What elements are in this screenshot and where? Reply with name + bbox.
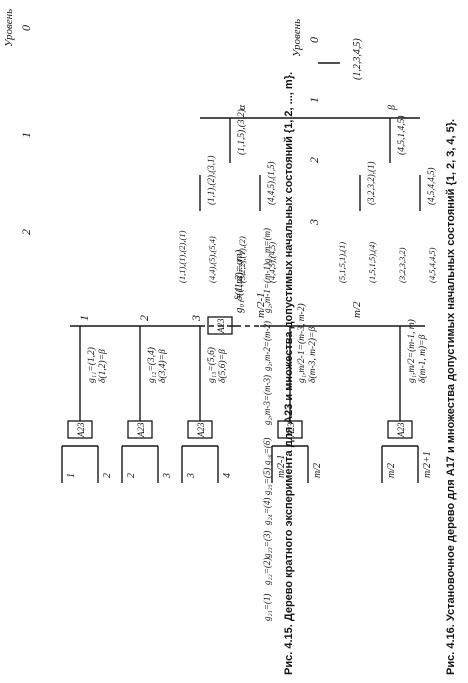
l16-l3-label-7: (3,2,3,3,2)	[397, 247, 407, 283]
bottom-label-3: g₂₃=(3)	[262, 531, 272, 558]
node-d-5: δ(m-1, m)=β	[417, 334, 428, 383]
l16-l2-label-4: (4,5,4,4,5)	[426, 168, 436, 206]
bottom-label-8: g₂,m-2=(m-2)	[262, 321, 272, 371]
a23-box-label-3: A23	[196, 422, 206, 438]
leaf-label-a-1: 1	[66, 473, 77, 478]
a23-box-3	[187, 420, 213, 439]
bottom-label-2: g₂₂=(2)	[262, 558, 272, 585]
node-g-1: g₁₁=(1,2)	[86, 347, 97, 383]
a23-box-5	[387, 420, 413, 439]
level-1-label: 1	[19, 132, 33, 138]
leaf-label-a-5: m/2	[386, 463, 397, 478]
bottom-label-9: g₂,m-1=(m-1)	[262, 263, 272, 313]
branch-label-2: 2	[137, 315, 151, 321]
l16-l3-label-1: (1,1),(1),(2),(1)	[177, 230, 187, 283]
l16-l2-label-3: (3,2,3,2),(1)	[366, 162, 376, 206]
figure-4-15: Уровень 0 1 2 g₀₁=(1,2,...,m) δ(1,m)=α A…	[3, 9, 425, 335]
l16-root-label: (1,2,3,4,5)	[352, 38, 363, 80]
l16-level-2: 2	[307, 157, 321, 163]
figure-4-16: Уровень 0 1 2 3	[291, 19, 321, 226]
node-g-2: g₁₂=(3,4)	[146, 347, 157, 383]
node-g-5: g₁,m/2=(m-1, m)	[406, 319, 417, 383]
l16-l3-label-2: (4,4),(5),(5,4)	[207, 236, 217, 283]
node-d-3: δ(5,6)=β	[217, 349, 228, 383]
caption-4-16: Рис. 4.16. Установочное дерево для A17 и…	[445, 118, 457, 675]
node-g-4: g₁,m/2-1=(m-3, m-2)	[296, 303, 307, 383]
branch-label-3: 3	[189, 315, 203, 322]
root-label: g₀₁=(1,2,...,m)	[233, 249, 245, 313]
l16-l1-label-2: (4,5,1,4,5)	[396, 115, 407, 155]
a23-box-label-1: A23	[76, 422, 86, 438]
a23-box-4	[277, 420, 303, 439]
a23-box-2	[127, 420, 153, 439]
l16-beta: β	[387, 105, 398, 111]
bottom-label-7: g₂,m-3=(m-3)	[262, 375, 272, 425]
level-0-label: 0	[19, 25, 33, 31]
l16-l3-label-8: (4,5,4,4,5)	[427, 247, 437, 283]
leaf-label-b-4: m/2	[312, 463, 323, 478]
l16-l3-label-5: (5,1,5,1),(1)	[337, 242, 347, 283]
leaf-label-b-1: 2	[102, 473, 113, 478]
leaf-label-a-3: 3	[186, 473, 197, 479]
bottom-label-5: g₂₅=(5)	[262, 468, 272, 495]
root-delta: δ(1,m)=α	[233, 259, 245, 301]
l16-l3-label-3: (3,2,2),(1),(2)	[237, 236, 247, 283]
node-d-1: δ(1,2)=β	[97, 349, 108, 383]
l16-l3-label-6: (1,5,1,5),(4)	[367, 242, 377, 283]
bottom-label-4: g₂₄=(4)	[262, 498, 272, 525]
l16-level-1: 1	[307, 97, 321, 103]
leaf-label-b-5: m/2+1	[422, 451, 433, 478]
leaf-label-b-2: 3	[162, 473, 173, 479]
a23-box-label-4: A23	[286, 422, 296, 438]
node-g-3: g₁₃=(5,6)	[206, 347, 217, 383]
level-header-2: Уровень	[291, 19, 303, 57]
l16-level-0: 0	[307, 37, 321, 43]
l16-l2-label-2: (4,4,5),(1,5)	[266, 162, 276, 206]
l16-level-3: 3	[307, 219, 321, 226]
l16-alpha: α	[237, 104, 248, 110]
bottom-label-6: g₂₆=(6)	[262, 438, 272, 465]
node-d-4: δ(m-3, m-2)=β	[307, 327, 318, 383]
leaf-label-a-4: m/2-1	[276, 455, 287, 478]
a23-box-label-5: A23	[396, 422, 406, 438]
bottom-label-10: g₂,m=(m)	[262, 228, 272, 263]
level-header: Уровень	[3, 9, 15, 47]
a23-box-1	[67, 420, 93, 439]
l16-l2-label-1: (1,1),(2),(3,1)	[206, 156, 216, 205]
figure-4-16-tree: (1,2,3,4,5) α β (1,1,5),(3,2) (4,5,1,4,5) (1,…	[177, 38, 437, 283]
leaf-label-a-2: 2	[126, 473, 137, 478]
branch-label-m2: m/2	[351, 301, 363, 318]
branch-label-1: 1	[77, 315, 91, 321]
node-d-2: δ(3,4)=β	[157, 349, 168, 383]
bottom-label-1: g₂₁=(1)	[262, 594, 272, 621]
level-2-label: 2	[19, 229, 33, 235]
caption-4-15: Рис. 4.15. Дерево кратного эксперимента …	[283, 71, 295, 675]
l16-l1-label-1: (1,1,5),(3,2)	[236, 109, 247, 155]
l16-l3-label-4: (4,4,5),(4,5)	[267, 242, 277, 283]
branch-label-m2-1: m/2-1	[255, 292, 267, 318]
a23-box-label-2: A23	[136, 422, 146, 438]
leaf-label-b-3: 4	[222, 473, 233, 478]
